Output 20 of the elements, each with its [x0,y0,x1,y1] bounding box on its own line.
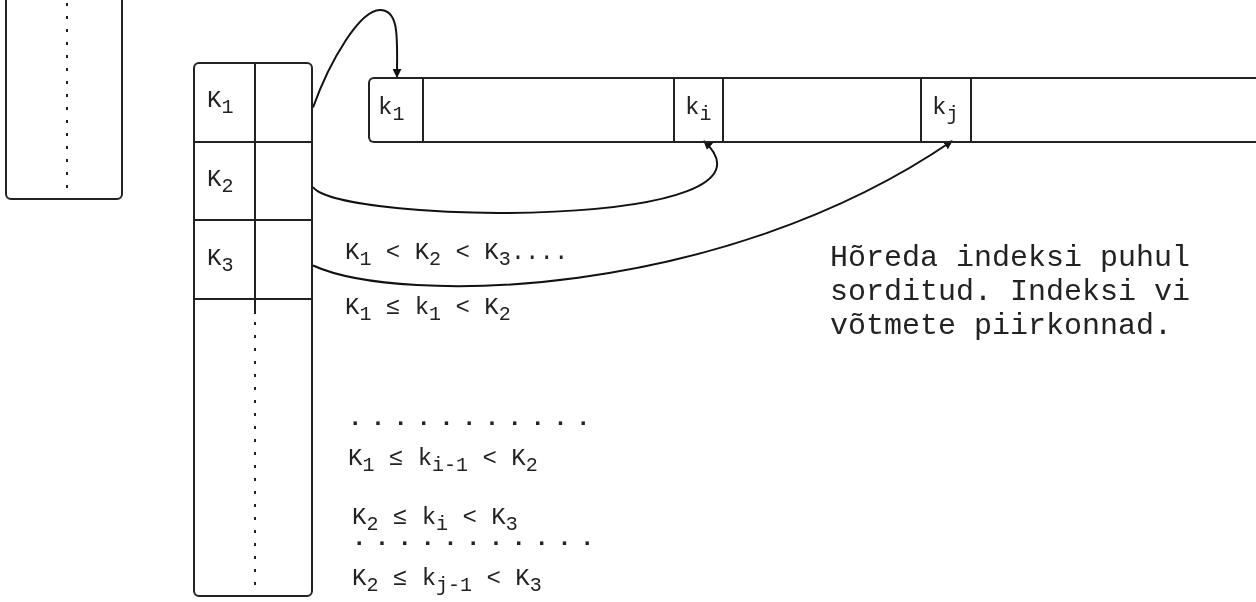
key-cell [673,77,724,143]
dot-row: ........... [348,404,599,434]
note-text: Hõreda indeksi puhul sorditud. Indeksi vi võtmete piirkonnad. [830,241,1192,343]
key-label: K$_{1}$ [207,86,234,121]
arrow [312,9,402,109]
key-label: K$_{2}$ [207,166,234,200]
key-label: k$_{j}$ [932,94,959,128]
index-block [5,0,123,200]
formula: K$_{1}$ ≤ k$_{i-1}$ < K$_{2}$ [348,444,538,479]
key-label: K$_{3}$ [207,244,234,279]
key-label: k$_{i}$ [685,94,712,128]
arrow [312,140,718,214]
key-cell [920,77,972,143]
key-label: k$_{1}$ [378,94,405,128]
formula: K$_{1}$ < K$_{2}$ < K$_{3}$.... [345,238,569,273]
index-block [193,62,313,597]
formula: K$_{1}$ ≤ k$_{1}$ < K$_{2}$ [345,293,511,328]
formula: K$_{2}$ ≤ k$_{j-1}$ < K$_{3}$ [352,564,542,599]
arrow [312,140,953,288]
data-block [368,77,1256,143]
